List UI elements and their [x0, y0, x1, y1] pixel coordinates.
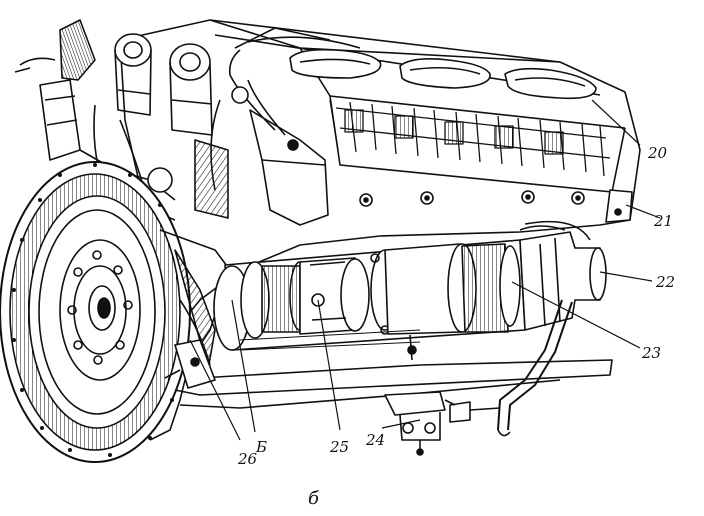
block-bolts — [359, 190, 585, 207]
leader-26 — [189, 339, 241, 441]
head-cover-plates — [289, 48, 597, 100]
leader-22 — [599, 271, 653, 282]
flywheel-rim-holes — [12, 163, 174, 457]
label-23: 23 — [641, 344, 661, 362]
label-20: 20 — [647, 144, 668, 162]
label-26: 26 — [237, 450, 258, 468]
flywheel-bolt-holes — [67, 250, 133, 365]
leader-B — [231, 299, 256, 433]
end-bracket — [605, 189, 633, 223]
oil-pipe — [449, 299, 573, 437]
generator-shaft — [213, 239, 526, 361]
lower-crankcase — [149, 229, 613, 441]
air-filters — [114, 33, 213, 136]
starter-assembly — [14, 19, 176, 221]
leader-25 — [317, 299, 341, 431]
label-21: 21 — [653, 212, 673, 230]
manifold-ribs — [329, 99, 611, 177]
flywheel — [0, 161, 191, 463]
leader-21 — [625, 204, 661, 219]
callout-labels: 20 21 22 23 24 25 Б 26 — [237, 144, 675, 468]
leader-23 — [511, 281, 641, 349]
injection-pump — [194, 27, 361, 226]
label-25: 25 — [329, 438, 349, 456]
leader-lines — [189, 99, 661, 441]
figure-caption: б — [308, 488, 320, 509]
coupling-end — [519, 220, 607, 331]
leader-24 — [381, 419, 421, 429]
label-24: 24 — [365, 431, 385, 449]
leader-20 — [591, 99, 641, 146]
label-B: Б — [255, 438, 267, 456]
mount-bracket — [164, 339, 216, 389]
label-22: 22 — [655, 273, 675, 291]
drain-valves — [384, 391, 456, 456]
